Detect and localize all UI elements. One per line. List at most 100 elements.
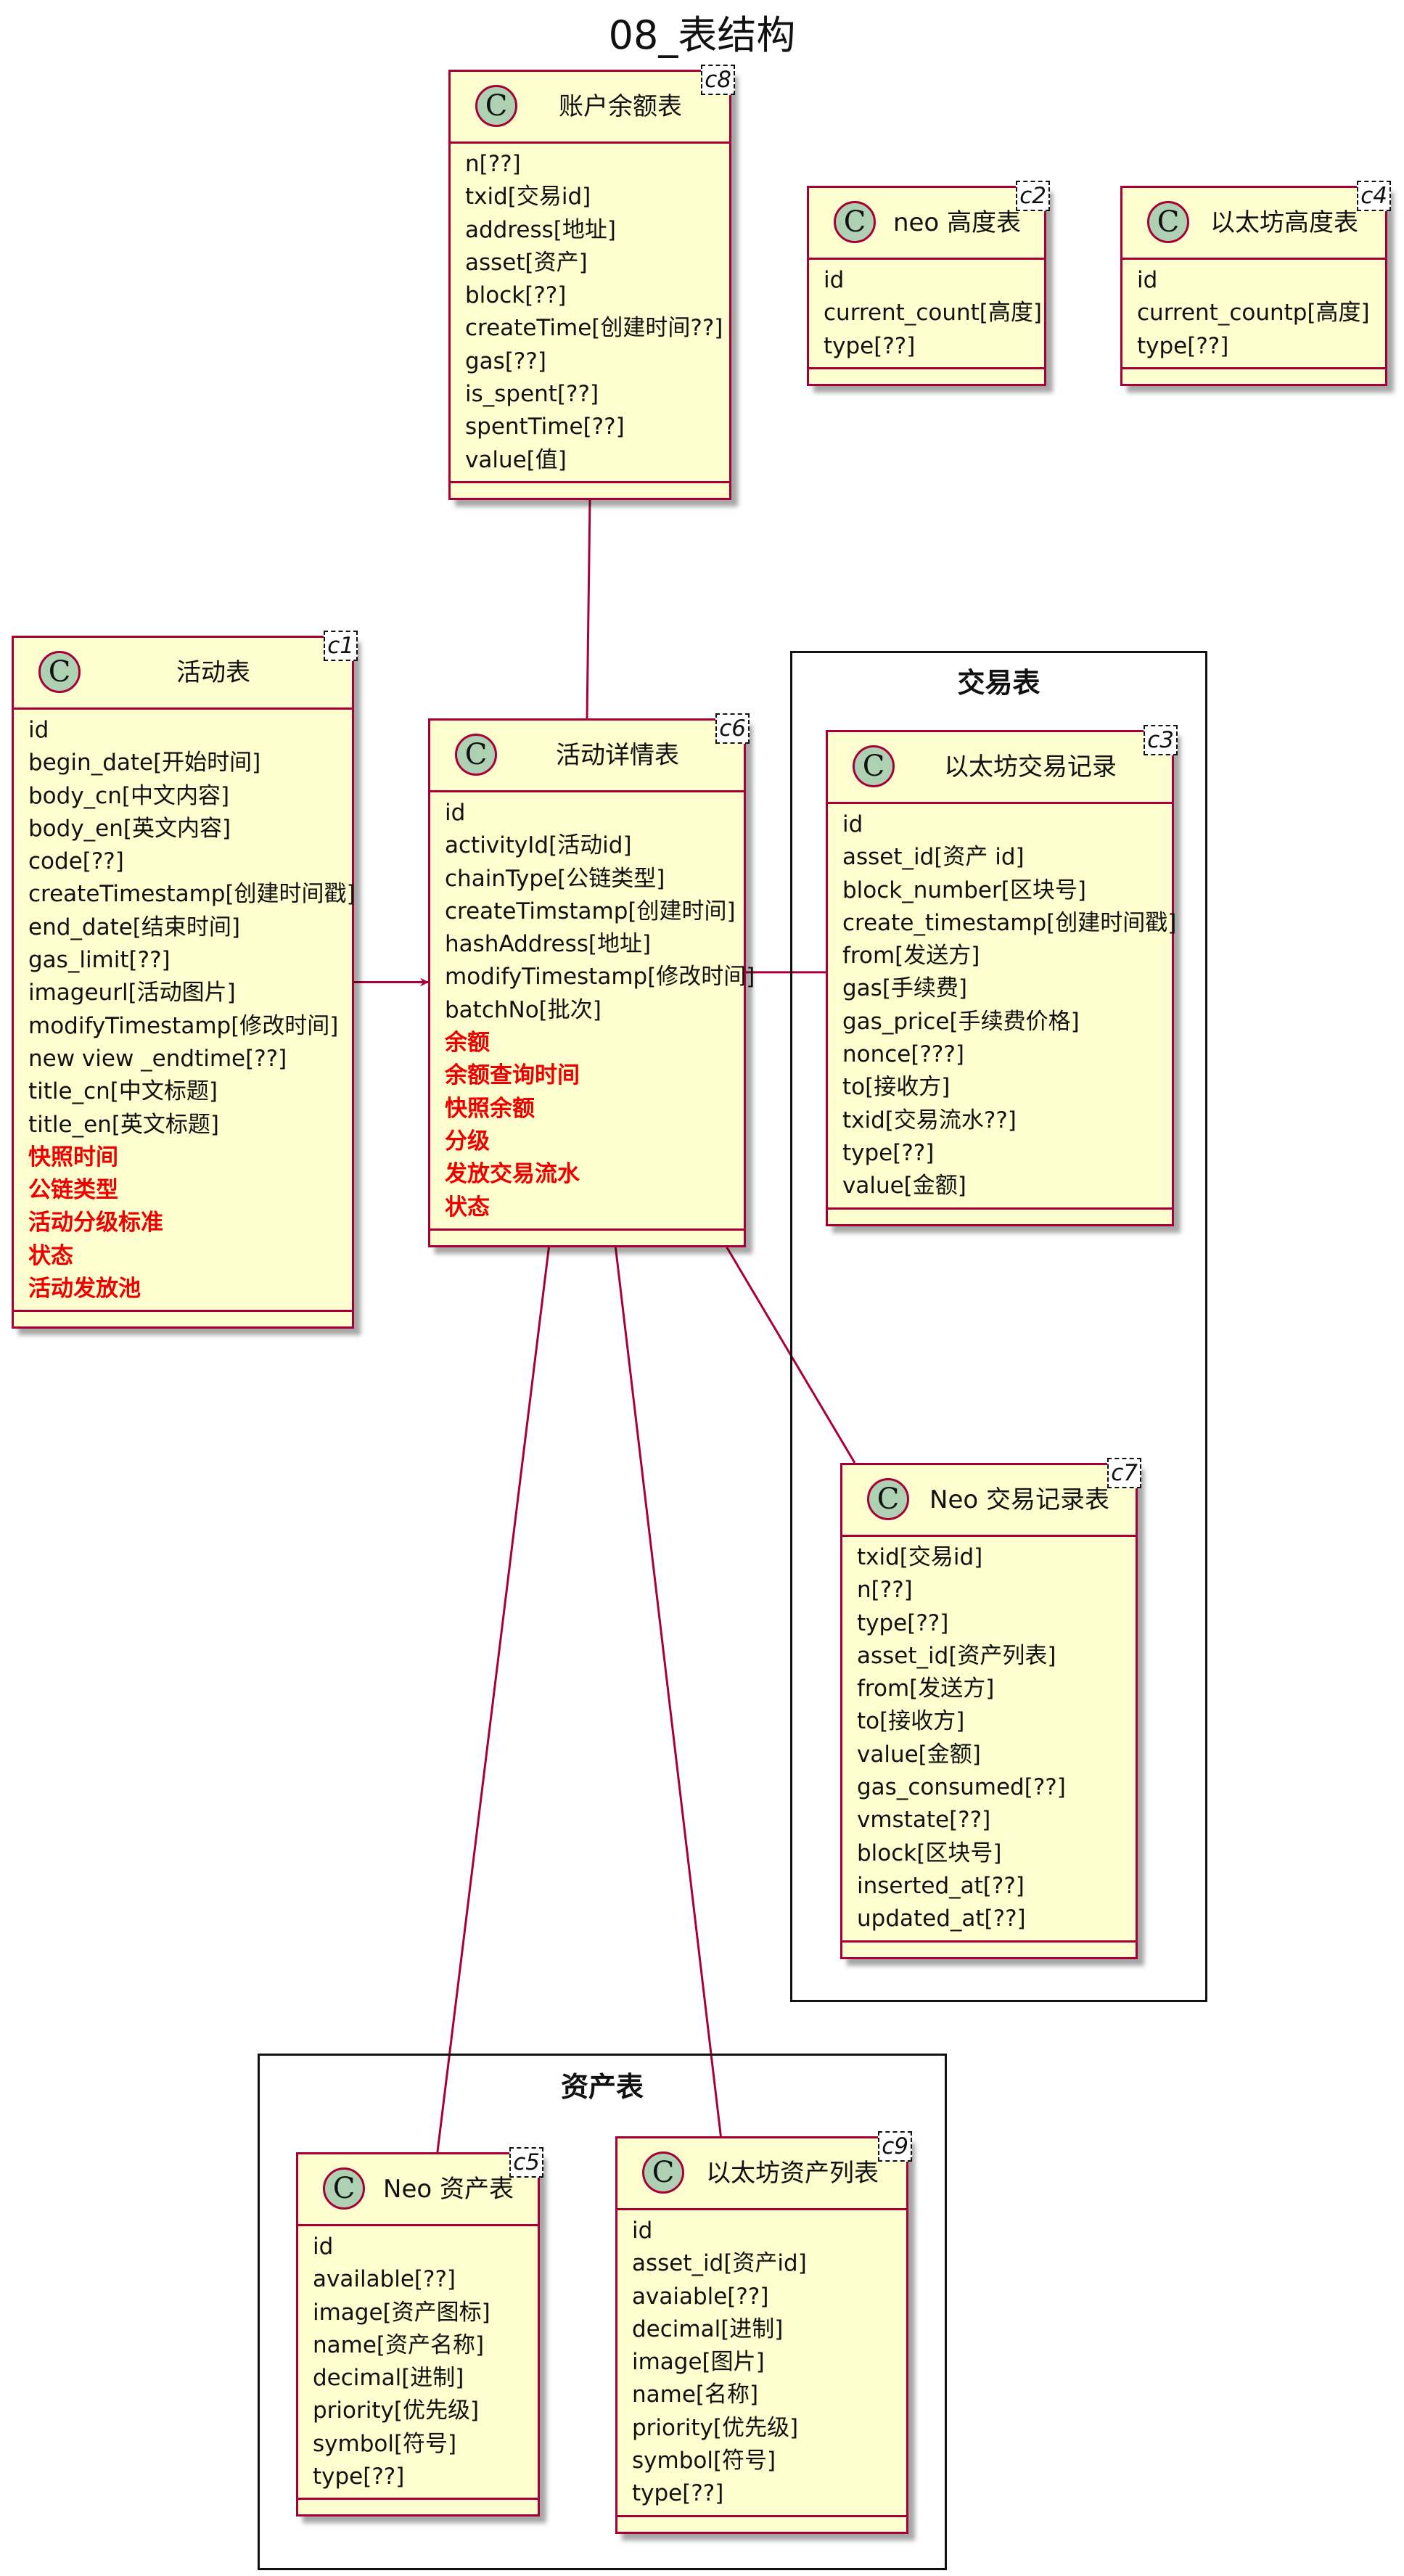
field: from[发送方] [842,943,980,969]
class-fields: id available[??] image[资产图标] name[资产名称] deci… [298,2226,538,2501]
class-name: 账户余额表 [559,92,682,121]
field: imageurl[活动图片] [28,980,236,1006]
class-name: 活动详情表 [556,741,679,770]
package-trade-tables: 交易表 [790,651,1207,2002]
field: gas[??] [465,348,546,374]
class-circle-icon: C [867,1478,909,1520]
field: txid[交易流水??] [842,1107,1017,1133]
field: id [842,811,863,837]
package-asset-tables: 资产表 [258,2054,947,2570]
field: type[??] [1137,332,1229,359]
field: block[??] [465,282,567,309]
class-stereotype-label: c4 [1357,181,1391,211]
field: block_number[区块号] [842,877,1086,903]
field: hashAddress[地址] [445,931,652,958]
class-stereotype-label: c7 [1107,1458,1141,1488]
field: id [824,267,845,293]
field: block[区块号] [857,1839,1002,1866]
class-circle-icon: C [1147,201,1189,243]
field: txid[交易id] [465,184,591,210]
field: to[接收方] [857,1708,965,1735]
field: gas[手续费] [842,975,968,1002]
field: image[资产图标] [313,2299,490,2326]
class-methods [1122,369,1385,384]
class-stereotype-label: c2 [1016,181,1050,211]
class-methods [617,2517,906,2532]
field: decimal[进制] [632,2315,784,2342]
field: from[发送方] [857,1675,995,1702]
field: gas_limit[??] [28,947,171,974]
field: id [1137,267,1158,293]
field: name[名称] [632,2382,759,2408]
field: type[??] [824,332,916,359]
class-methods [842,1943,1136,1957]
field-highlighted: 活动分级标准 [28,1210,163,1236]
field-highlighted: 发放交易流水 [445,1161,580,1188]
field: code[??] [28,848,124,875]
field-highlighted: 余额 [445,1030,490,1057]
field: title_en[英文标题] [28,1111,220,1138]
field: spentTime[??] [465,414,625,440]
field: id [28,717,49,743]
class-methods [451,483,729,498]
field: to[接收方] [842,1074,951,1101]
field: name[资产名称] [313,2331,485,2358]
field: asset_id[资产列表] [857,1642,1056,1669]
class-name: 以太坊高度表 [1210,208,1358,237]
field: vmstate[??] [857,1807,991,1834]
field: priority[优先级] [632,2414,799,2441]
class-name: 活动表 [176,658,250,687]
field: asset[资产] [465,249,588,276]
field-highlighted: 状态 [28,1242,73,1269]
field: begin_date[开始时间] [28,750,261,776]
class-name: Neo 交易记录表 [929,1485,1109,1514]
field-highlighted: 活动发放池 [28,1276,141,1303]
field: type[??] [842,1139,935,1166]
class-methods [298,2500,538,2514]
field: is_spent[??] [465,381,599,408]
class-stereotype-label: c9 [878,2131,912,2162]
field: gas_price[手续费价格] [842,1008,1080,1035]
field: type[??] [313,2464,405,2490]
field: asset_id[资产 id] [842,844,1025,871]
field-highlighted: 快照余额 [445,1095,535,1122]
class-name: 以太坊交易记录 [944,752,1117,782]
class-name: 以太坊资产列表 [706,2159,879,2188]
class-fields: n[??]txid[交易id]address[地址]asset[资产]block… [451,144,729,483]
field: value[金额] [857,1741,981,1768]
field: chainType[公链类型] [445,865,665,892]
field: body_cn[中文内容] [28,782,230,809]
class-methods [430,1231,744,1245]
field: createTime[创建时间??] [465,315,723,342]
field: title_cn[中文标题] [28,1078,218,1105]
class-circle-icon: C [853,745,895,787]
class-methods [828,1210,1172,1224]
field: id [313,2234,334,2260]
class-stereotype-label: c5 [509,2147,543,2178]
field: new view _endtime[??] [28,1045,287,1072]
field: type[??] [857,1609,949,1636]
field: decimal[进制] [313,2365,464,2392]
field: value[值] [465,446,567,473]
field: priority[优先级] [313,2397,480,2424]
field: avaiable[??] [632,2283,769,2310]
field: available[??] [313,2266,456,2293]
field: txid[交易id] [857,1544,983,1570]
